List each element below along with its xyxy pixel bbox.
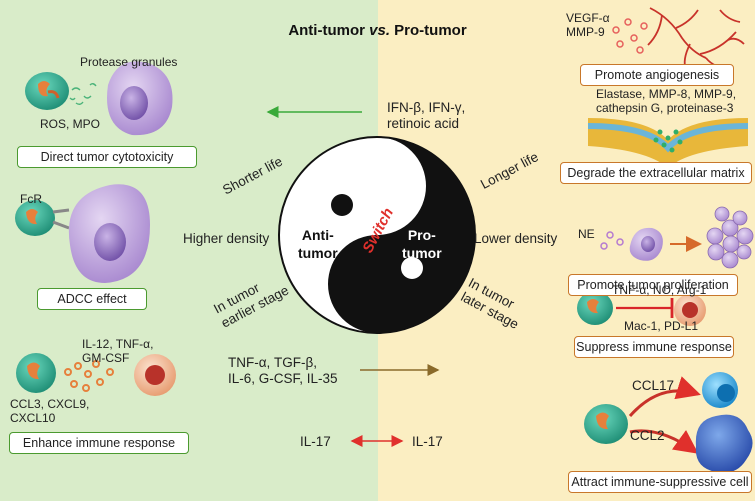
yin-yang-symbol: [278, 136, 476, 334]
fcr-label: FcR: [20, 192, 42, 206]
direct-cytotoxicity-box: Direct tumor cytotoxicity: [17, 146, 197, 168]
vegf-label: VEGF-α MMP-9: [566, 11, 610, 39]
proliferation-illustration: [600, 206, 754, 269]
vegf-dots: [612, 18, 648, 54]
suppress-immune-box: Suppress immune response: [574, 336, 734, 358]
pro-tumor-label: Pro- tumor: [402, 227, 442, 261]
ccl17-label: CCL17: [632, 378, 675, 393]
ros-mpo-label: ROS, MPO: [40, 117, 101, 131]
suppress-immune-illustration: [577, 291, 706, 326]
angiogenesis-illustration: [647, 7, 745, 71]
tnf-no-label: TNF-α, NO, Arg-1: [612, 283, 707, 297]
attract-cells-box: Attract immune-suppressive cell: [568, 471, 752, 493]
ifn-label: IFN-β, IFN-γ, retinoic acid: [387, 100, 466, 131]
neutrophil-granules-illustration: [25, 61, 173, 136]
ne-label: NE: [578, 227, 595, 241]
adcc-illustration: [15, 184, 150, 283]
anti-tumor-label: Anti- tumor: [298, 227, 338, 261]
il17-left-label: IL-17: [300, 434, 331, 449]
angiogenesis-box: Promote angiogenesis: [580, 64, 734, 86]
ccl2-label: CCL2: [630, 428, 665, 443]
tnf-label: TNF-α, TGF-β, IL-6, G-CSF, IL-35: [228, 355, 338, 386]
higher-density-label: Higher density: [183, 231, 270, 246]
protease-granules-label: Protease granules: [80, 55, 178, 69]
page-title: Anti-tumor vs. Pro-tumor: [288, 22, 467, 39]
mac1-label: Mac-1, PD-L1: [624, 319, 699, 333]
enhance-immune-box: Enhance immune response: [9, 432, 189, 454]
elastase-label: Elastase, MMP-8, MMP-9, cathepsin G, pro…: [596, 87, 737, 115]
extracellular-matrix-illustration: [587, 118, 749, 168]
proliferation-box: Promote tumor proliferation: [568, 274, 738, 296]
il17-right-label: IL-17: [412, 434, 443, 449]
attract-cells-illustration: [584, 372, 753, 473]
enhance-immune-illustration: [16, 353, 176, 396]
adcc-box: ADCC effect: [37, 288, 147, 310]
il12-label: IL-12, TNF-α, GM-CSF: [82, 337, 154, 365]
ecm-box: Degrade the extracellular matrix: [560, 162, 752, 184]
lower-density-label: Lower density: [474, 231, 558, 246]
ccl3-label: CCL3, CXCL9, CXCL10: [10, 397, 90, 425]
